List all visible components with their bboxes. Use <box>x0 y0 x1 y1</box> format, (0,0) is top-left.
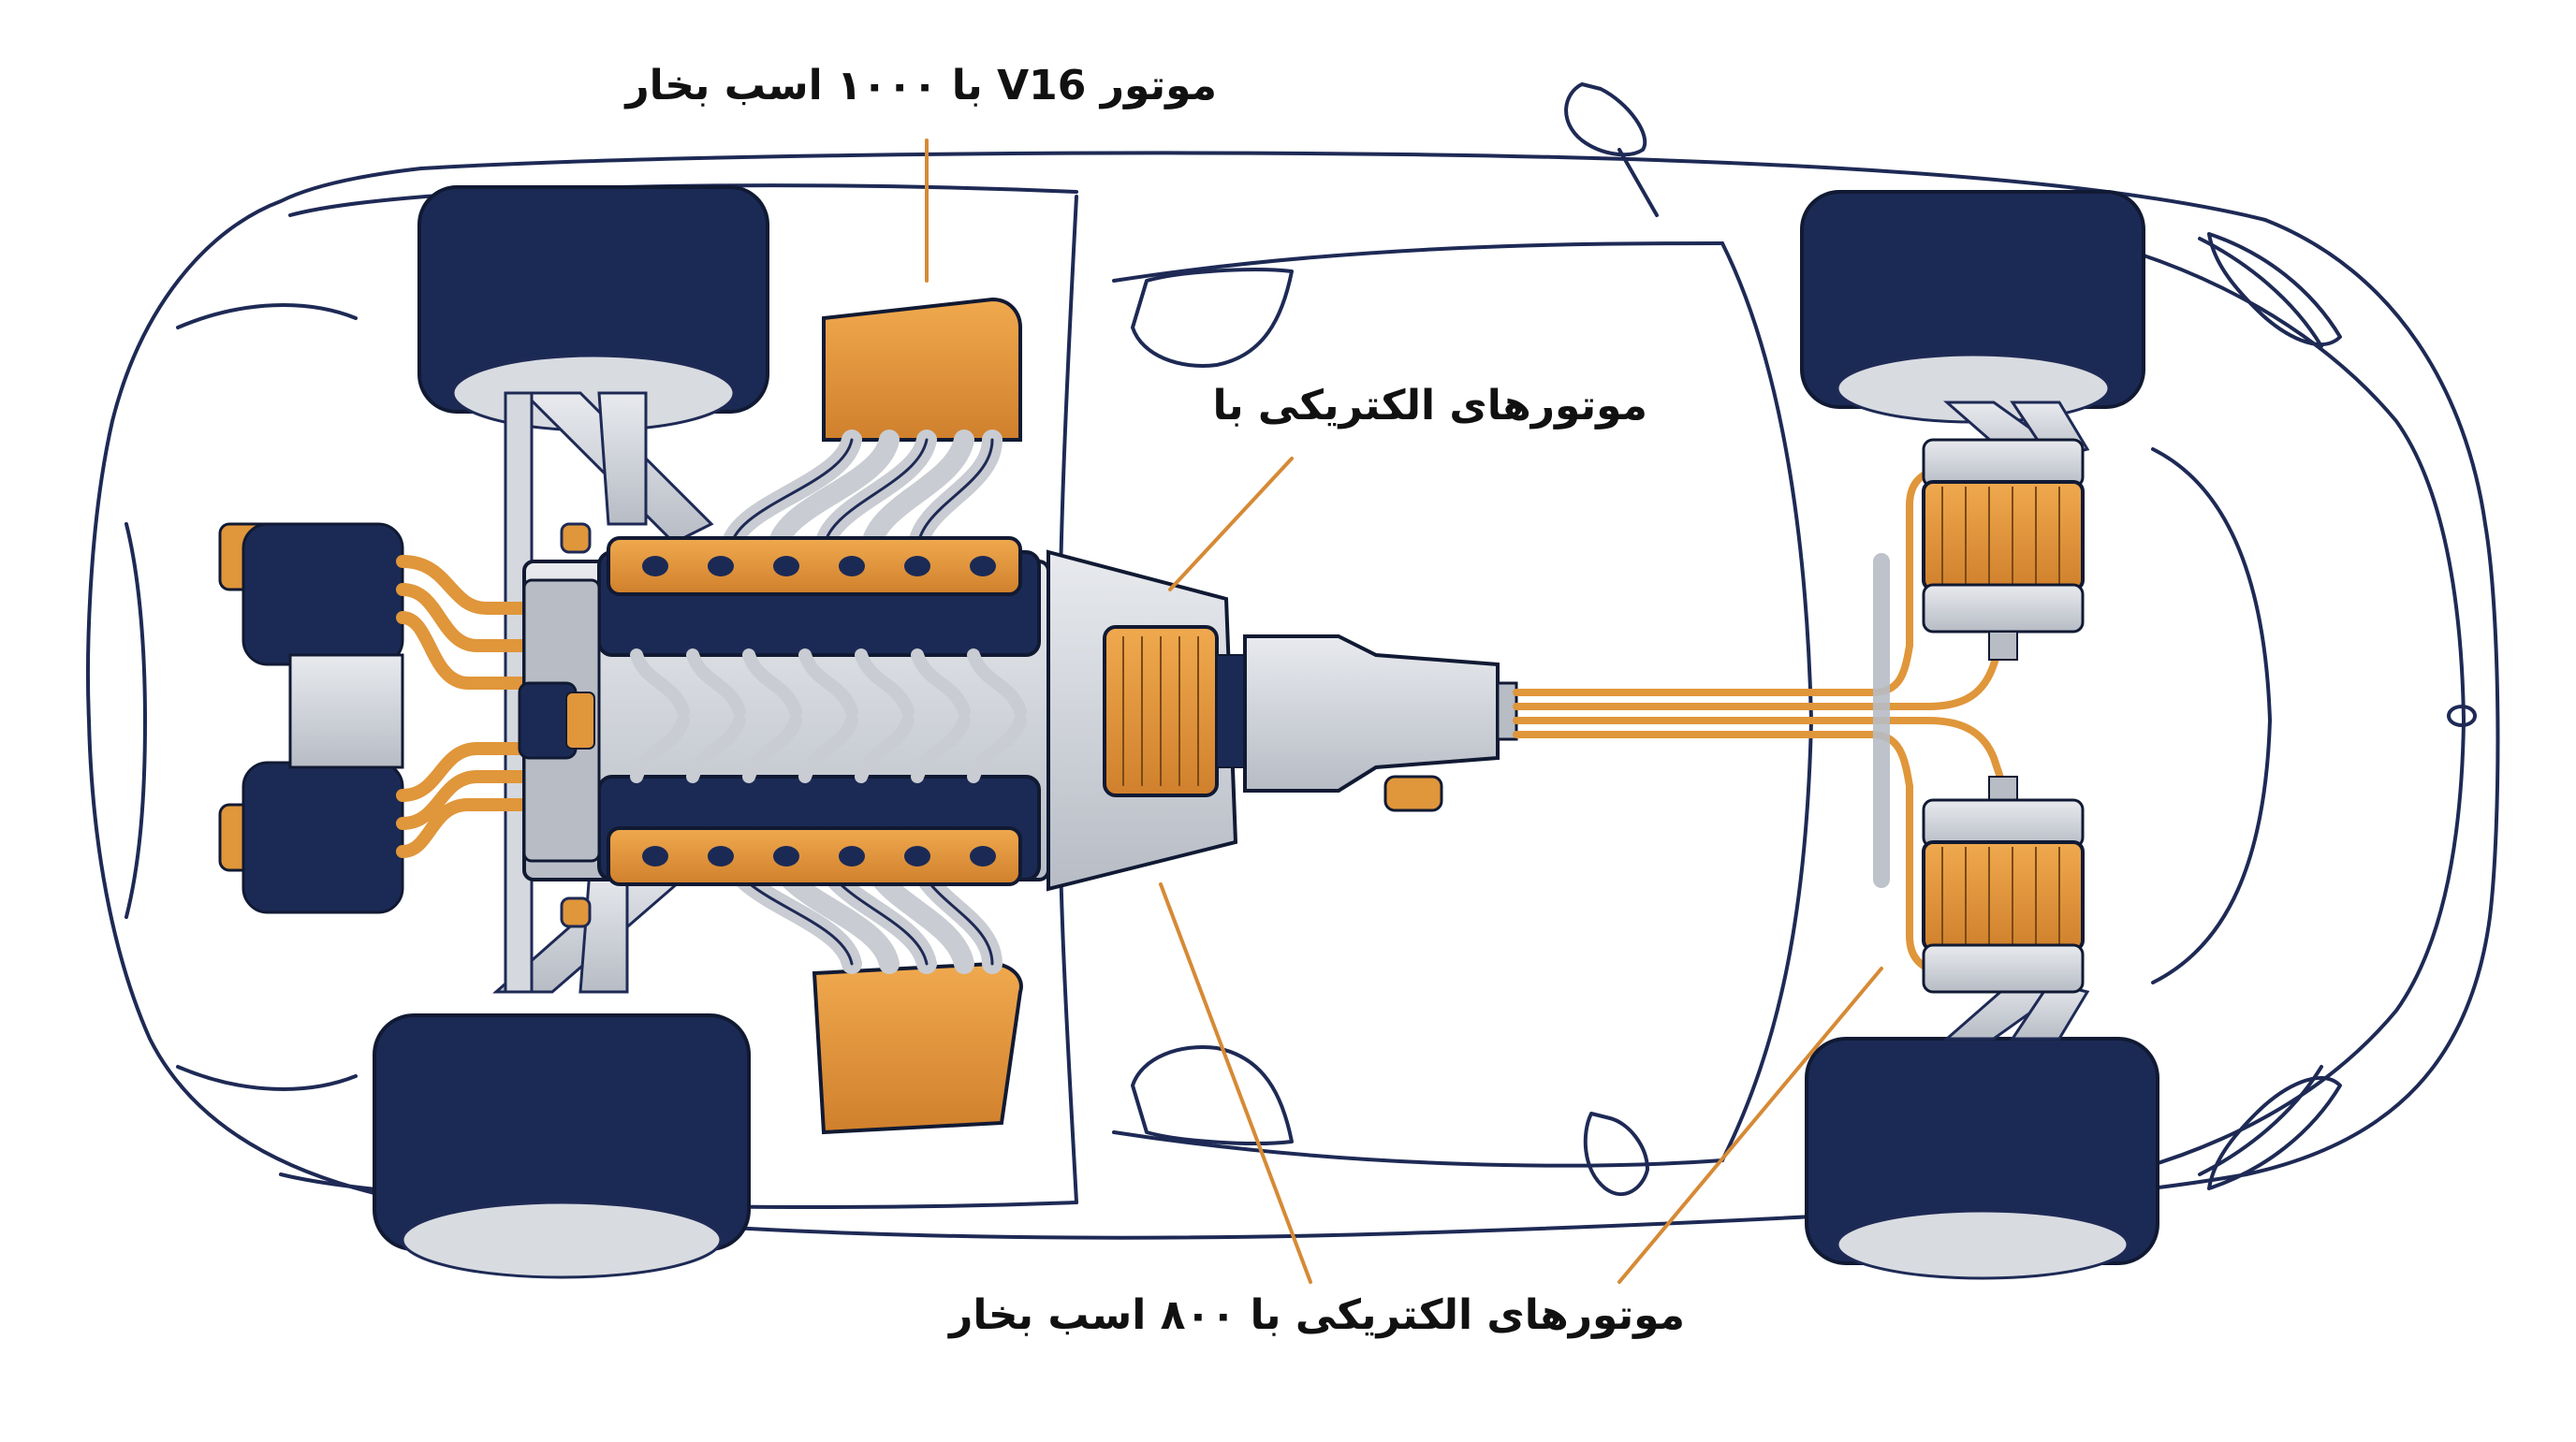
leader-line-electric-bottom-right <box>1617 967 1883 1284</box>
v16-engine-label: موتور V16 با ۱۰۰۰ اسب بخار <box>625 62 1217 109</box>
leader-line-electric-bottom-left <box>1159 882 1312 1284</box>
front-right-wheel <box>1805 1037 2159 1280</box>
gearbox <box>1243 634 1518 812</box>
leader-lines <box>925 138 1883 1284</box>
front-left-wheel <box>1800 190 2145 424</box>
exhaust-pipes-rear <box>396 555 568 858</box>
electric-motors-label-partial: موتورهای الکتریکی با <box>1212 382 1647 430</box>
electric-motors-label-full: موتورهای الکتریکی با ۸۰۰ اسب بخار <box>948 1291 1685 1339</box>
front-right-electric-motor <box>1922 776 2085 994</box>
front-left-electric-motor <box>1922 438 2085 661</box>
central-electric-motor <box>1046 549 1246 892</box>
leader-line-electric-mid <box>1168 457 1294 591</box>
rear-right-wheel <box>373 1013 751 1279</box>
rear-left-wheel <box>417 185 769 432</box>
v16-engine <box>518 297 1050 1135</box>
rear-mufflers <box>218 522 404 914</box>
